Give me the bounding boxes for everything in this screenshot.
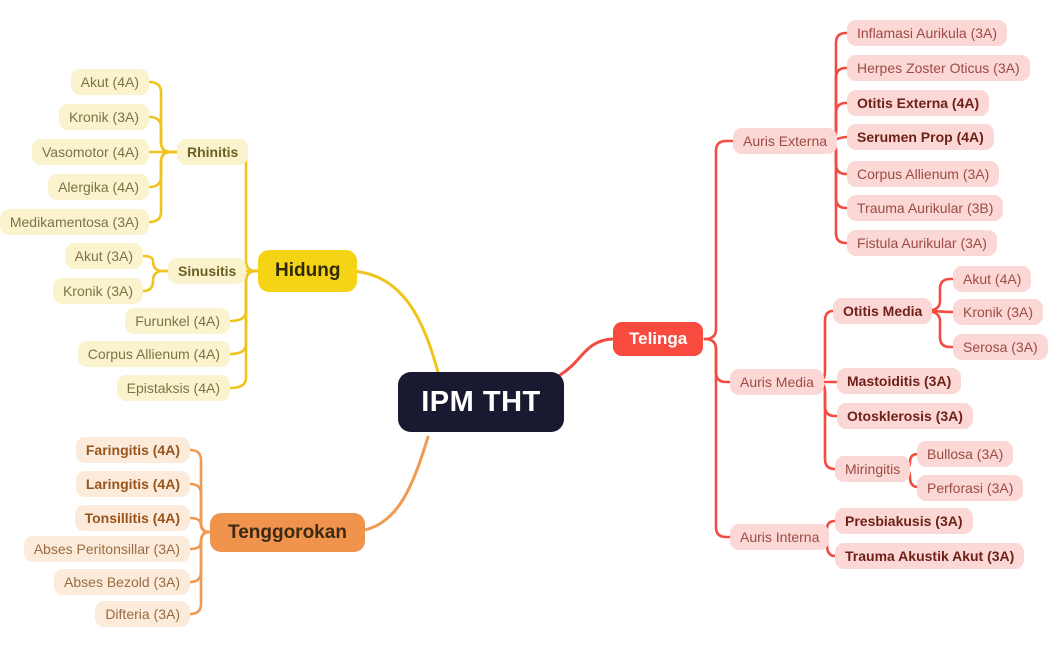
leaf-rhinitis-akut[interactable]: Akut (4A) [70,69,149,95]
leaf-trauma-akustik-akut[interactable]: Trauma Akustik Akut (3A) [835,543,1025,569]
leaf-miringitis-bullosa[interactable]: Bullosa (3A) [917,441,1014,467]
leaf-otitis-media-akut[interactable]: Akut (4A) [953,266,1032,292]
leaf-epistaksis[interactable]: Epistaksis (4A) [116,375,230,401]
label-node-auris-media[interactable]: Auris Media [730,369,824,395]
leaf-furunkel[interactable]: Furunkel (4A) [125,308,230,334]
leaf-serumen-prop[interactable]: Serumen Prop (4A) [847,124,994,150]
leaf-sinusitis-kronik[interactable]: Kronik (3A) [52,278,143,304]
leaf-inflamasi-aurikula[interactable]: Inflamasi Aurikula (3A) [847,20,1008,46]
tenggorokan-connectors [188,435,430,616]
leaf-mastoiditis[interactable]: Mastoiditis (3A) [837,368,962,394]
label-node-miringitis[interactable]: Miringitis [835,456,911,482]
leaf-difteria[interactable]: Difteria (3A) [95,601,190,627]
leaf-sinusitis-akut[interactable]: Akut (3A) [64,243,143,269]
leaf-herpes-zoster-oticus[interactable]: Herpes Zoster Oticus (3A) [847,55,1030,81]
leaf-trauma-aurikular[interactable]: Trauma Aurikular (3B) [847,195,1004,221]
label-node-sinusitis[interactable]: Sinusitis [168,258,247,284]
leaf-fistula-aurikular[interactable]: Fistula Aurikular (3A) [847,230,997,256]
leaf-otitis-media-serosa[interactable]: Serosa (3A) [953,334,1048,360]
leaf-rhinitis-vasomotor[interactable]: Vasomotor (4A) [32,139,149,165]
label-node-auris-externa[interactable]: Auris Externa [733,128,838,154]
leaf-rhinitis-alergika[interactable]: Alergika (4A) [48,174,149,200]
leaf-otitis-externa[interactable]: Otitis Externa (4A) [847,90,990,116]
leaf-tonsillitis[interactable]: Tonsillitis (4A) [74,505,190,531]
leaf-rhinitis-medikamentosa[interactable]: Medikamentosa (3A) [0,209,149,235]
leaf-otosklerosis[interactable]: Otosklerosis (3A) [837,403,973,429]
label-node-rhinitis[interactable]: Rhinitis [177,139,249,165]
leaf-abses-peritonsillar[interactable]: Abses Peritonsillar (3A) [23,536,190,562]
leaf-rhinitis-kronik[interactable]: Kronik (3A) [58,104,149,130]
leaf-corpus-allienum-telinga[interactable]: Corpus Allienum (3A) [847,161,1000,187]
leaf-presbiakusis[interactable]: Presbiakusis (3A) [835,508,973,534]
leaf-corpus-allienum-hidung[interactable]: Corpus Allienum (4A) [77,341,230,367]
label-node-otitis-media[interactable]: Otitis Media [833,298,933,324]
central-node-ipm-tht[interactable]: IPM THT [398,372,564,432]
leaf-laringitis[interactable]: Laringitis (4A) [75,471,190,497]
leaf-faringitis[interactable]: Faringitis (4A) [75,437,190,463]
leaf-abses-bezold[interactable]: Abses Bezold (3A) [54,569,190,595]
branch-node-tenggorokan[interactable]: Tenggorokan [210,513,365,552]
branch-node-hidung[interactable]: Hidung [258,250,358,292]
leaf-otitis-media-kronik[interactable]: Kronik (3A) [953,299,1044,325]
leaf-miringitis-perforasi[interactable]: Perforasi (3A) [917,475,1024,501]
label-node-auris-interna[interactable]: Auris Interna [730,524,830,550]
branch-node-telinga[interactable]: Telinga [613,322,704,356]
